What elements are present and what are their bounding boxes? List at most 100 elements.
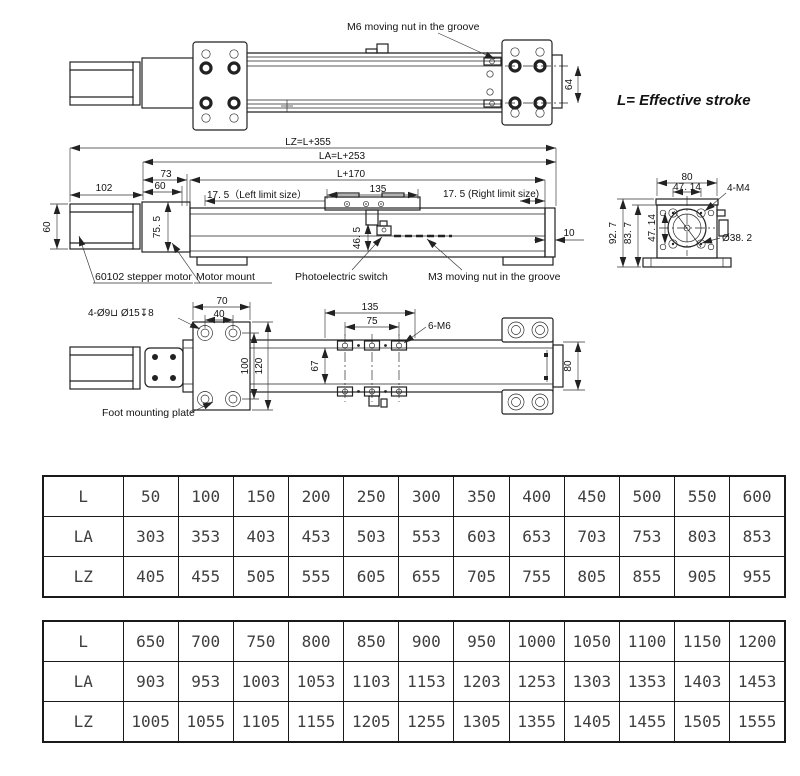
bottom-view: 4-Ø9⊔ Ø15↧8 70 40 135 75 6-M6 100 (69, 296, 585, 419)
table-cell: 1105 (232, 701, 289, 743)
end-view: 80 47. 14 4-M4 92. 7 83. 7 47. 14 Ø38. 2 (608, 172, 752, 268)
table-cell: 1303 (563, 661, 620, 702)
table-cell: 400 (508, 475, 565, 517)
dim-73-label: 73 (160, 169, 172, 180)
table-cell: 50 (122, 475, 179, 517)
m6-nut-top (483, 57, 502, 108)
dim-100-label: 100 (240, 357, 251, 374)
table-cell: 855 (618, 556, 676, 598)
table-cell: 650 (122, 620, 179, 662)
table-cell: 200 (287, 475, 345, 517)
dim-70-label: 70 (216, 296, 228, 307)
dim-67-label: 67 (310, 360, 321, 372)
table-cell: 900 (398, 620, 455, 662)
table-cell: 655 (398, 556, 455, 598)
table-cell: 303 (122, 516, 179, 557)
motor-bottom-outline (69, 346, 141, 390)
table-cell: 1355 (508, 701, 565, 743)
right-end-plate-top (501, 39, 568, 126)
table-cell: 1003 (232, 661, 289, 702)
table-cell: 1000 (508, 620, 565, 662)
technical-drawing: 64 M6 moving nut in the groove L= Effect… (42, 21, 752, 419)
table-cell: 1053 (287, 661, 345, 702)
row-header: L (42, 620, 124, 662)
dim-lz-label: LZ=L+355 (285, 137, 331, 148)
table-cell: 1455 (618, 701, 676, 743)
dim-60v-label: 60 (42, 221, 53, 233)
table-cell: 100 (177, 475, 234, 517)
table-cell: 955 (729, 556, 786, 598)
dim-75-label: 75 (366, 316, 378, 327)
motor-mount-front-outline (141, 201, 191, 253)
table-cell: 950 (453, 620, 510, 662)
end-view-body (642, 196, 732, 268)
motor-top-outline (69, 61, 141, 106)
table-cell: 800 (287, 620, 345, 662)
table-cell: 703 (563, 516, 620, 557)
dim-l170-label: L+170 (337, 169, 366, 180)
dim-135-front-label: 135 (370, 184, 387, 195)
motor-mount-label: Motor mount (196, 271, 255, 283)
table-cell: 1353 (618, 661, 676, 702)
table-cell: 905 (674, 556, 731, 598)
table-cell: 1055 (177, 701, 234, 743)
table-cell: 705 (453, 556, 510, 598)
table-cell: 1100 (618, 620, 676, 662)
dim-60h-label: 60 (154, 181, 166, 192)
table-cell: 503 (343, 516, 400, 557)
row-header: LA (42, 516, 124, 557)
dim-135-bottom-label: 135 (362, 302, 379, 313)
table-cell: 453 (287, 516, 345, 557)
table-cell: 803 (674, 516, 731, 557)
rail-front-outline (189, 207, 556, 266)
table-cell: 755 (508, 556, 565, 598)
dim-83-7-label: 83. 7 (623, 221, 634, 244)
foot-mounting-plate-right-top (501, 317, 554, 343)
table-cell: 553 (398, 516, 455, 557)
photoelectric-switch-label: Photoelectric switch (295, 271, 388, 283)
left-end-plate-top (192, 41, 248, 131)
effective-stroke-note: L= Effective stroke (617, 92, 751, 109)
m6-nut-label: M6 moving nut in the groove (347, 21, 480, 33)
table-cell: 403 (232, 516, 289, 557)
table-cell: 300 (398, 475, 455, 517)
table-cell: 1255 (398, 701, 455, 743)
foot-mounting-plate-left (192, 321, 251, 411)
table-cell: 1103 (343, 661, 400, 702)
left-limit-label: 17. 5（Left limit size） (207, 189, 307, 201)
m3-nut-label: M3 moving nut in the groove (428, 271, 561, 283)
table-cell: 903 (122, 661, 179, 702)
table-cell: 1405 (563, 701, 620, 743)
table-cell: 405 (122, 556, 179, 598)
photoelectric-switch-front (365, 209, 392, 236)
table-cell: 600 (729, 475, 786, 517)
dim-80-bottom-label: 80 (563, 360, 574, 372)
counterbore-label: 4-Ø9⊔ Ø15↧8 (88, 308, 154, 319)
table-cell: 450 (563, 475, 620, 517)
table-cell: 150 (232, 475, 289, 517)
table-cell: 850 (343, 620, 400, 662)
table-cell: 653 (508, 516, 565, 557)
dim-10-label: 10 (563, 228, 575, 239)
dim-38-2-label: Ø38. 2 (722, 233, 752, 244)
m6-nut-rows (336, 334, 408, 408)
table-cell: 555 (287, 556, 345, 598)
dim-10: 10 (534, 228, 584, 244)
table-cell: 1555 (729, 701, 786, 743)
table-cell: 455 (177, 556, 234, 598)
row-header: L (42, 475, 124, 517)
table-cell: 853 (729, 516, 786, 557)
dim-102-label: 102 (96, 183, 113, 194)
table-cell: 603 (453, 516, 510, 557)
table-cell: 1505 (674, 701, 731, 743)
foot-mounting-plate-label: Foot mounting plate (102, 407, 195, 419)
dim-75-5: 75. 5 (152, 202, 172, 252)
dim-46-5-label: 46. 5 (352, 226, 363, 249)
